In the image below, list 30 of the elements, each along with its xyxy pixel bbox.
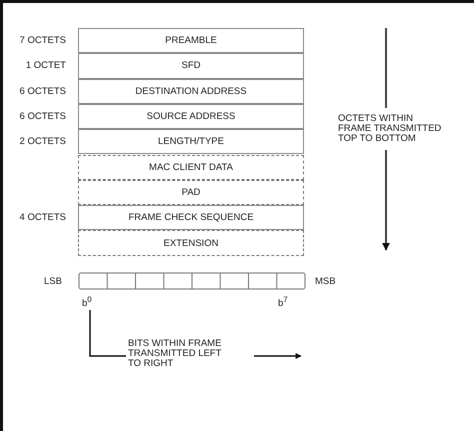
- octet-count: 6 OCTETS: [20, 110, 66, 122]
- frame-field: [78, 78, 304, 104]
- frame-field: [78, 154, 304, 180]
- field-name: SOURCE ADDRESS: [146, 111, 236, 122]
- field-name: SFD: [182, 60, 200, 72]
- field-name: DESTINATION ADDRESS: [135, 86, 247, 97]
- direction-note: OCTETS WITHIN FRAME TRANSMITTED TOP TO BOTTOM: [338, 114, 442, 144]
- bit-label: b$^{0}$: [82, 294, 92, 310]
- direction-note: BITS WITHIN FRAME TRANSMITTED LEFT TO RIGHT: [128, 339, 222, 369]
- field-name: MAC CLIENT DATA: [149, 162, 233, 173]
- octet-count: 2 OCTETS: [20, 136, 66, 148]
- bit-order-label: LSB: [44, 276, 62, 287]
- field-name: PREAMBLE: [165, 35, 217, 46]
- octet-count: 6 OCTETS: [20, 86, 66, 97]
- field-name: EXTENSION: [164, 238, 218, 249]
- octet-count: 1 OCTET: [26, 60, 66, 72]
- frame-field: [78, 53, 304, 79]
- frame-field: [78, 230, 304, 256]
- frame-field: [78, 180, 304, 206]
- frame-field: [78, 205, 304, 230]
- field-name: FRAME CHECK SEQUENCE: [128, 212, 254, 224]
- octet-count: 4 OCTETS: [20, 212, 66, 224]
- field-name: PAD: [182, 186, 200, 198]
- octet-count: 7 OCTETS: [20, 35, 66, 46]
- frame-field: [78, 104, 304, 130]
- bit-label: b$^{7}$: [278, 294, 288, 310]
- bit-order-label: MSB: [315, 276, 336, 287]
- frame-field: [78, 28, 304, 54]
- field-name: LENGTH/TYPE: [158, 136, 224, 148]
- frame-field: [78, 129, 304, 154]
